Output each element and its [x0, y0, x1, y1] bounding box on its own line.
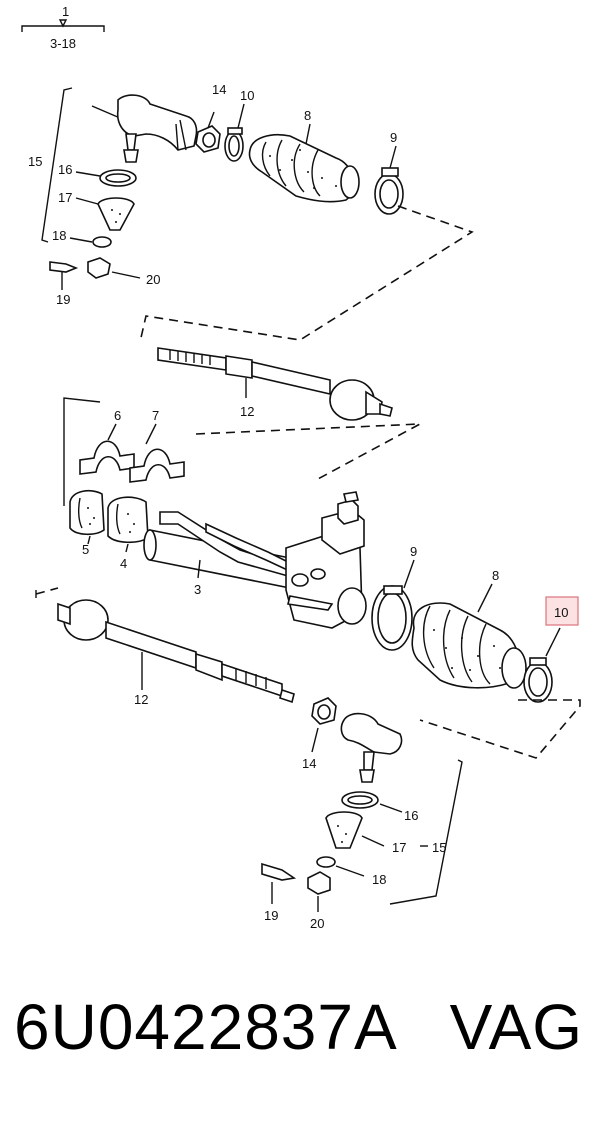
boot-8-mid [411, 583, 527, 689]
callout-16-lower: 16 [404, 808, 418, 823]
callout-10-upper: 10 [240, 88, 254, 103]
callout-4: 4 [120, 556, 127, 571]
callout-3: 3 [194, 582, 201, 597]
callout-19-lower: 19 [264, 908, 278, 923]
callout-14-lower: 14 [302, 756, 316, 771]
nut-14-lower [311, 697, 337, 753]
callout-15-upper: 15 [28, 154, 42, 169]
callout-9-mid: 9 [410, 544, 417, 559]
callout-20-lower: 20 [310, 916, 324, 931]
callout-6: 6 [114, 408, 121, 423]
brand-label: VAG [449, 991, 584, 1063]
exploded-steering-rack-diagram: 1 3-18 14 10 8 [21, 4, 581, 931]
callout-8-upper: 8 [304, 108, 311, 123]
guide-line-lower [35, 587, 581, 759]
callout-19-upper: 19 [56, 292, 70, 307]
rubber-bushing-5 [69, 489, 105, 536]
callout-10-highlighted: 10 [554, 605, 568, 620]
clamp-9-upper [374, 145, 404, 215]
dust-boot-17-upper [97, 197, 135, 231]
clamp-10-highlighted [523, 627, 561, 703]
lower-tie-rod-end [340, 712, 403, 783]
clamp-10-upper [224, 103, 245, 162]
castle-nut-20-upper [87, 257, 111, 279]
nut-14-upper [195, 111, 221, 153]
washer-18-lower [316, 856, 336, 868]
header-top-number: 1 [62, 4, 69, 19]
inner-tie-rod-12-lower [57, 599, 295, 704]
boot-8-upper [248, 123, 360, 203]
part-number-footer: 6U0422837A VAG [14, 990, 583, 1064]
washer-18-upper [92, 236, 112, 248]
mounting-clamp-6 [79, 423, 135, 475]
dust-boot-17-lower [325, 811, 363, 849]
highlight-box-10 [545, 596, 579, 626]
inner-tie-rod-12-upper [157, 347, 393, 421]
callout-18-lower: 18 [372, 872, 386, 887]
callout-12-lower: 12 [134, 692, 148, 707]
rubber-bushing-4 [107, 496, 149, 544]
callout-14-upper: 14 [212, 82, 226, 97]
bracket-15-lower [389, 759, 463, 905]
castle-nut-20-lower [307, 871, 331, 895]
clamp-9-mid [371, 559, 415, 651]
guide-line-upper [139, 205, 474, 343]
callout-12-upper: 12 [240, 404, 254, 419]
guide-line-middle [195, 423, 421, 481]
header-arrow [58, 19, 68, 28]
upper-tie-rod-end [41, 87, 198, 243]
callout-18-upper: 18 [52, 228, 66, 243]
bracket-mounts [63, 397, 101, 506]
callout-17-upper: 17 [58, 190, 72, 205]
steering-rack-housing-3 [143, 491, 367, 629]
mounting-clamp-7 [129, 423, 185, 483]
cotter-pin-19-lower [261, 862, 297, 881]
callout-20-upper: 20 [146, 272, 160, 287]
part-number: 6U0422837A [14, 991, 398, 1063]
callout-7: 7 [152, 408, 159, 423]
callout-9-upper: 9 [390, 130, 397, 145]
callout-8-mid: 8 [492, 568, 499, 583]
cotter-pin-19-upper [49, 261, 79, 273]
bracket-15-upper [41, 87, 73, 243]
header-range: 3-18 [50, 36, 76, 51]
callout-15-lower: 15 [432, 840, 446, 855]
callout-17-lower: 17 [392, 840, 406, 855]
callout-16-upper: 16 [58, 162, 72, 177]
callout-5: 5 [82, 542, 89, 557]
